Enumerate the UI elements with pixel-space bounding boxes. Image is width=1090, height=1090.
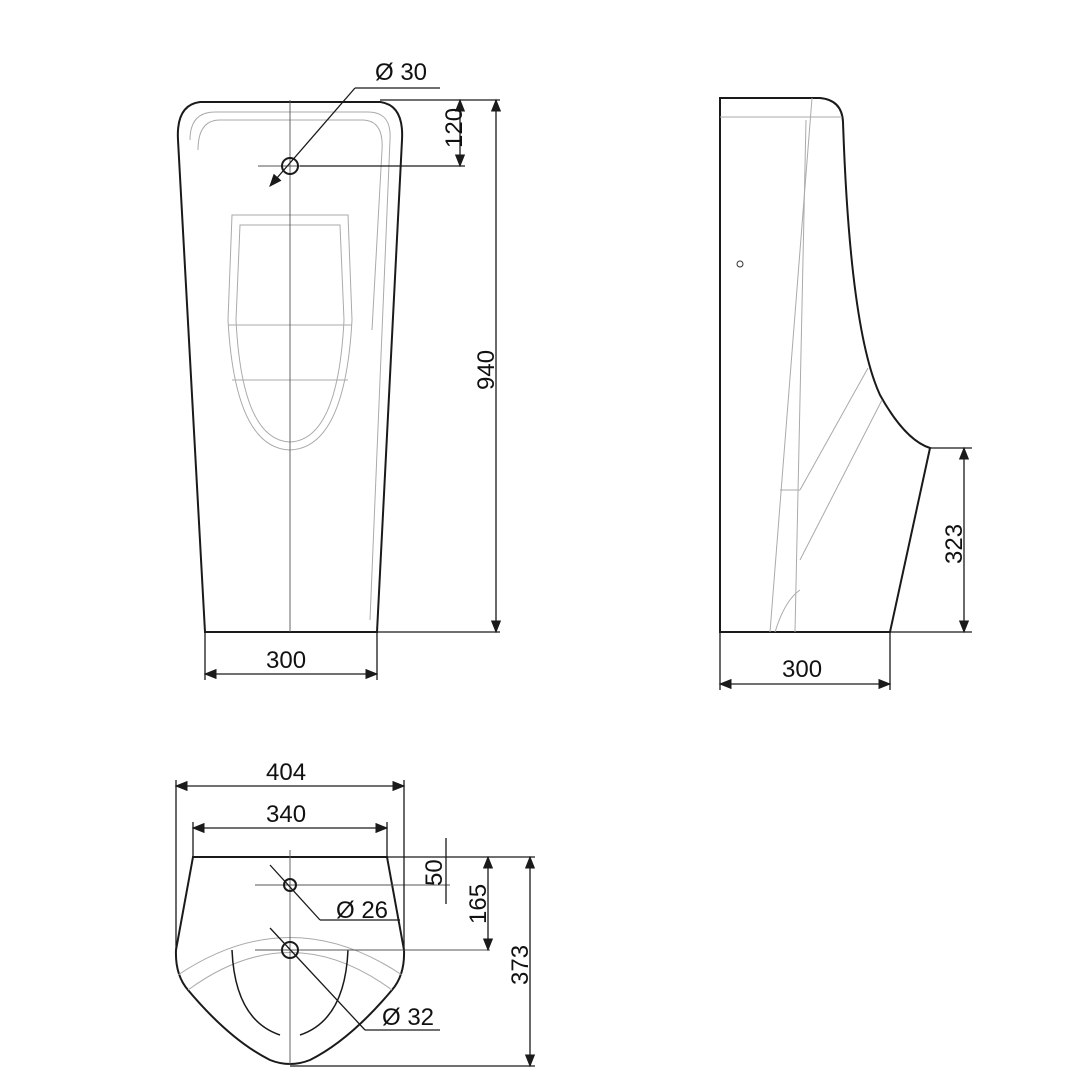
front-total-height: 940	[473, 350, 500, 390]
top-large-hole-diameter: Ø 32	[382, 1004, 434, 1031]
top-inner-width: 340	[266, 801, 306, 828]
top-total-depth: 373	[507, 945, 534, 985]
front-hole-diameter: Ø 30	[375, 59, 427, 86]
side-lip-height: 323	[941, 524, 968, 564]
side-view: 323 300	[718, 97, 972, 690]
top-offset-50: 50	[421, 859, 448, 886]
front-view: Ø 30 120 940 300	[176, 59, 502, 680]
top-small-hole-diameter: Ø 26	[336, 897, 388, 924]
front-base-width: 300	[266, 647, 306, 674]
top-offset-165: 165	[465, 884, 492, 924]
top-view: Ø 26 Ø 32 404 340 50 165 373	[174, 759, 536, 1068]
top-hole	[281, 157, 299, 175]
front-top-offset: 120	[441, 108, 468, 148]
side-depth: 300	[782, 656, 822, 683]
top-overall-width: 404	[266, 759, 306, 786]
